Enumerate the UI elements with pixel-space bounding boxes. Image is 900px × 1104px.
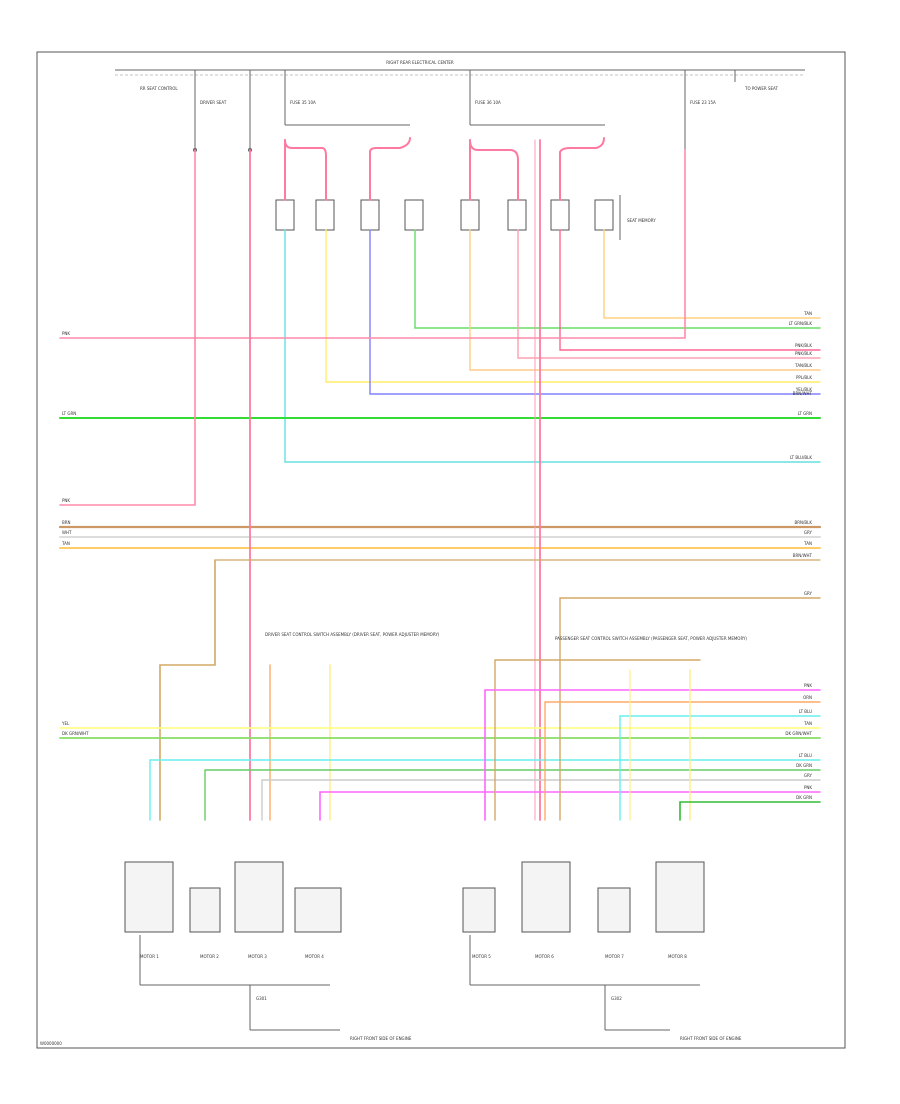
relay-2 [315,199,335,231]
svg-text:PNK: PNK [62,331,70,336]
svg-text:DRIVER SEAT CONTROL SWITCH ASS: DRIVER SEAT CONTROL SWITCH ASSEMBLY (DRI… [265,632,440,637]
svg-text:MOTOR 4: MOTOR 4 [305,954,324,959]
ground-right: G302 RIGHT FRONT SIDE OF ENGINE [469,935,742,1041]
top-bus-label: RIGHT REAR ELECTRICAL CENTER [386,60,454,65]
svg-text:MOTOR 8: MOTOR 8 [668,954,687,959]
relay-6 [507,199,527,231]
right-wire-label: TAN [803,721,812,726]
svg-text:RIGHT FRONT SIDE OF ENGINE: RIGHT FRONT SIDE OF ENGINE [680,1036,742,1041]
svg-text:BRN: BRN [62,520,71,525]
right-wire-label: TAN [803,311,812,316]
ground-left: G301 RIGHT FRONT SIDE OF ENGINE [139,935,412,1041]
right-wire-label: LT GRN [798,411,812,416]
motor-box-3 [234,861,284,933]
svg-text:FUSE 23 15A: FUSE 23 15A [690,100,716,105]
relay-4 [404,199,424,231]
svg-text:RR SEAT CONTROL: RR SEAT CONTROL [140,86,178,91]
right-wire-label: BRN/BLK [795,520,813,525]
relay-group: SEAT MEMORY [275,195,656,240]
svg-text:YEL: YEL [61,721,70,726]
motor-box-4 [294,887,342,933]
right-wire-label: TAN [803,541,812,546]
relay-8 [594,199,614,231]
motor-box-7 [597,887,631,933]
svg-text:FUSE 36 10A: FUSE 36 10A [475,100,501,105]
relay-5 [460,199,480,231]
fuse-2: DRIVER SEAT [200,70,252,152]
svg-text:PNK: PNK [62,498,70,503]
right-wire-label: PNK [804,683,812,688]
svg-text:G302: G302 [611,996,622,1001]
right-wire-label: LT GRN/BLK [789,321,813,326]
svg-text:MOTOR 3: MOTOR 3 [248,954,267,959]
diagram-frame [36,51,846,1049]
right-wire-labels: TAN LT GRN/BLK PNK/BLK PNK/BLK TAN/BLK PPL/BL… [785,311,812,800]
right-wire-label: TAN/BLK [794,363,812,368]
top-fuses: RR SEAT CONTROL DRIVER SEAT FUSE 35 10A … [140,70,778,152]
right-wire-label: LT BLU [799,753,812,758]
motor-box-1 [124,861,174,933]
svg-text:FUSE 35 10A: FUSE 35 10A [290,100,316,105]
right-wire-label: BRN/WHT [793,553,813,558]
right-wire-label: PPL/BLK [796,375,812,380]
right-wire-label: PNK/BLK [795,343,812,348]
relay-group-label: SEAT MEMORY [627,218,656,223]
svg-text:PASSENGER SEAT CONTROL SWITCH: PASSENGER SEAT CONTROL SWITCH ASSEMBLY (… [555,636,747,641]
relay-3 [360,199,380,231]
right-wire-label: DK GRN [796,795,812,800]
right-wire-label: LT BLU/BLK [790,455,812,460]
fuse-6: TO POWER SEAT [734,70,778,91]
svg-text:MOTOR 7: MOTOR 7 [605,954,624,959]
motor-box-8 [655,861,705,933]
svg-text:DRIVER SEAT: DRIVER SEAT [200,100,227,105]
svg-text:RIGHT FRONT SIDE OF ENGINE: RIGHT FRONT SIDE OF ENGINE [350,1036,412,1041]
svg-text:MOTOR 2: MOTOR 2 [200,954,219,959]
svg-text:DK GRN/WHT: DK GRN/WHT [62,731,89,736]
right-wire-label: GRY [804,530,813,535]
left-module: DRIVER SEAT CONTROL SWITCH ASSEMBLY (DRI… [124,632,440,933]
svg-text:MOTOR 1: MOTOR 1 [140,954,159,959]
right-wire-label: PNK/BLK [795,351,812,356]
svg-text:TO POWER SEAT: TO POWER SEAT [744,86,778,91]
relay-1 [275,199,295,231]
top-bus: RIGHT REAR ELECTRICAL CENTER [115,60,805,76]
motor-labels: MOTOR 1 MOTOR 2 MOTOR 3 MOTOR 4 MOTOR 5 … [140,954,687,959]
svg-text:MOTOR 6: MOTOR 6 [535,954,554,959]
svg-text:TAN: TAN [61,541,70,546]
right-wire-label: PNK [804,785,812,790]
right-wire-label: GRY [804,773,813,778]
motor-box-5 [462,887,496,933]
fuse-1: RR SEAT CONTROL [140,70,197,152]
right-wire-label: BRN/WHT [793,391,813,396]
svg-text:MOTOR 5: MOTOR 5 [472,954,491,959]
right-wire-label: ORN [803,695,812,700]
motor-box-2 [189,887,221,933]
svg-text:LT GRN: LT GRN [62,411,76,416]
fuse-3: FUSE 35 10A [284,70,410,126]
right-wire-label: YEL/BLK [795,387,813,392]
svg-text:G301: G301 [256,996,267,1001]
right-wire-label: DK GRN/WHT [785,731,812,736]
relay-7 [550,199,570,231]
fuse-5: FUSE 23 15A [684,70,716,150]
right-module: PASSENGER SEAT CONTROL SWITCH ASSEMBLY (… [462,636,747,933]
fuse-4: FUSE 36 10A [469,70,605,126]
motor-box-6 [521,861,571,933]
footer-code: W0000000 [40,1041,62,1046]
right-wire-label: GRY [804,591,813,596]
left-wire-labels: PNK LT GRN PNK BRN WHT TAN YEL DK GRN/WH… [61,331,89,736]
wires [58,137,822,821]
right-wire-label: DK GRN [796,763,812,768]
right-wire-label: LT BLU [799,709,812,714]
svg-text:WHT: WHT [62,530,72,535]
